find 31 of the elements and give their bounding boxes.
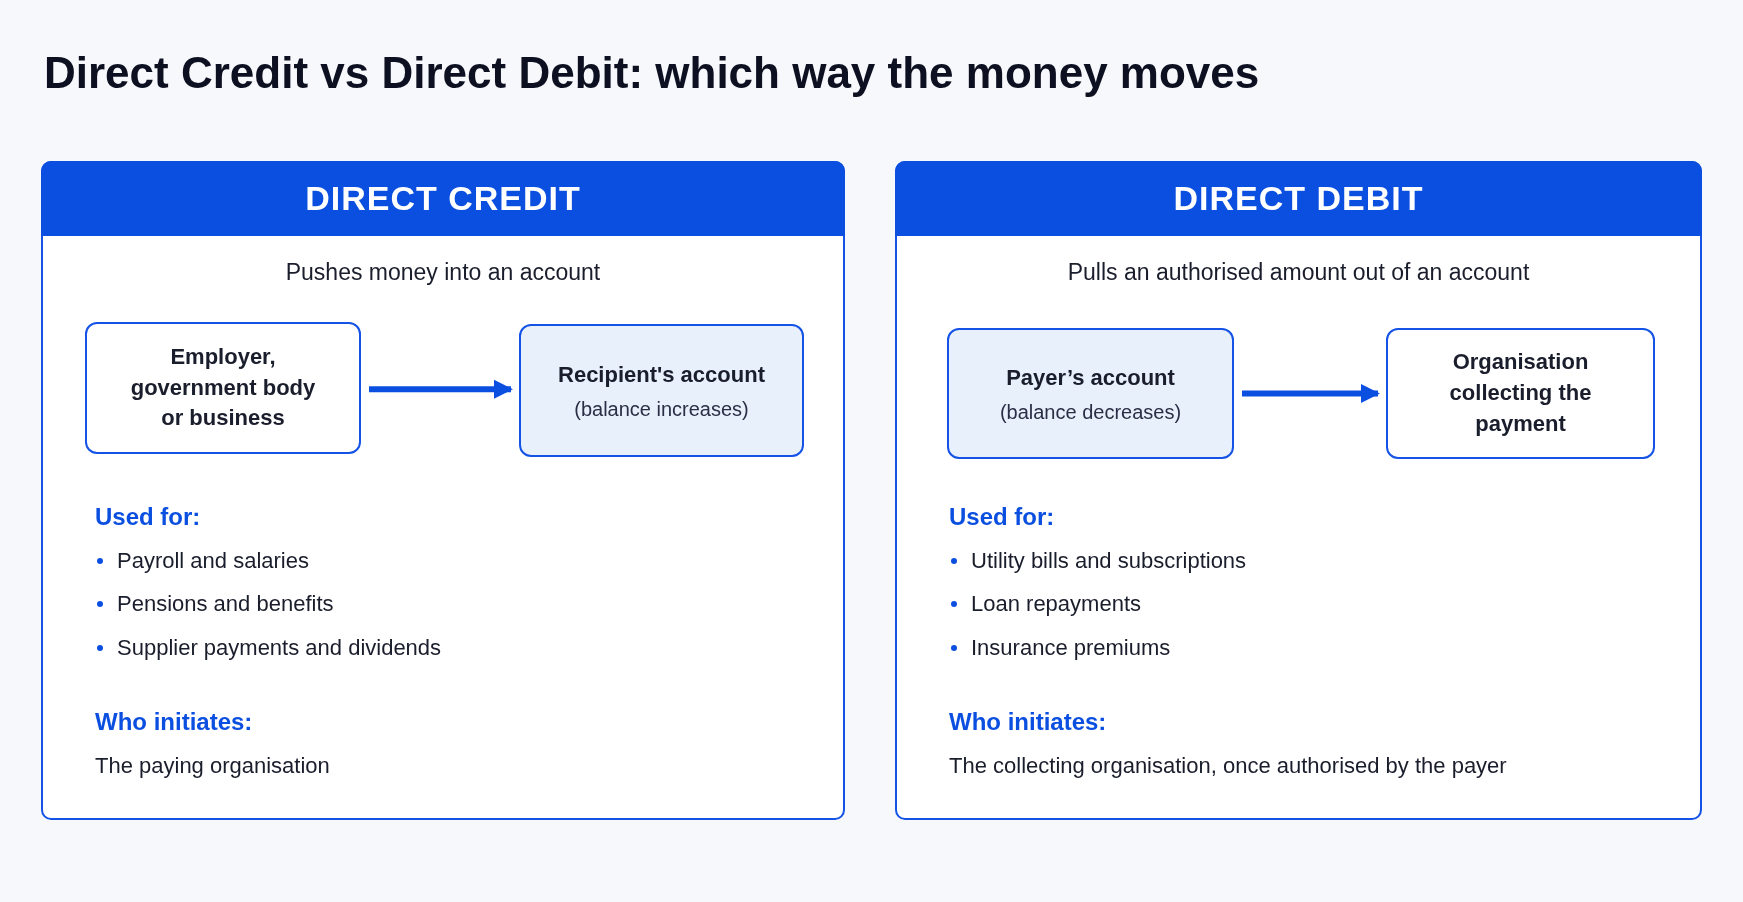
arrow <box>369 379 513 399</box>
body-text: The paying organisation <box>95 753 330 779</box>
box-note: (balance increases) <box>574 398 749 422</box>
comparison-panel <box>41 161 845 820</box>
section-heading: Who initiates: <box>949 708 1107 736</box>
account-box <box>519 324 804 457</box>
panel-subtitle: Pulls an authorised amount out of an account <box>1066 259 1531 286</box>
panel-header: DIRECT CREDIT <box>41 161 845 236</box>
body-text: The collecting organisation, once authorised by the payer <box>949 753 1507 779</box>
title: Direct Credit vs Direct Debit: which way the money moves <box>44 48 1260 98</box>
list-item: Loan repayments <box>949 591 1141 617</box>
box-title: Employer, government body or business <box>129 342 317 433</box>
list-item: Payroll and salaries <box>95 548 309 574</box>
list-item: Utility bills and subscriptions <box>949 548 1247 574</box>
panel-header: DIRECT DEBIT <box>895 161 1702 236</box>
account-box <box>947 328 1234 459</box>
box-title: Payer’s account <box>1006 363 1175 392</box>
box-title: Recipient's account <box>558 360 765 389</box>
section-heading: Used for: <box>949 503 1055 531</box>
box-note: (balance decreases) <box>999 401 1182 425</box>
section-heading: Used for: <box>95 503 201 531</box>
list-item: Pensions and benefits <box>95 591 334 617</box>
box-title: Organisation collecting the payment <box>1448 348 1593 438</box>
section-heading: Who initiates: <box>95 708 253 736</box>
arrow <box>1242 383 1380 404</box>
account-box <box>1386 328 1655 459</box>
account-box <box>85 322 361 454</box>
list-item: Insurance premiums <box>949 635 1171 661</box>
panel-subtitle: Pushes money into an account <box>284 259 602 286</box>
comparison-panel <box>895 161 1702 820</box>
list-item: Supplier payments and dividends <box>95 635 442 661</box>
